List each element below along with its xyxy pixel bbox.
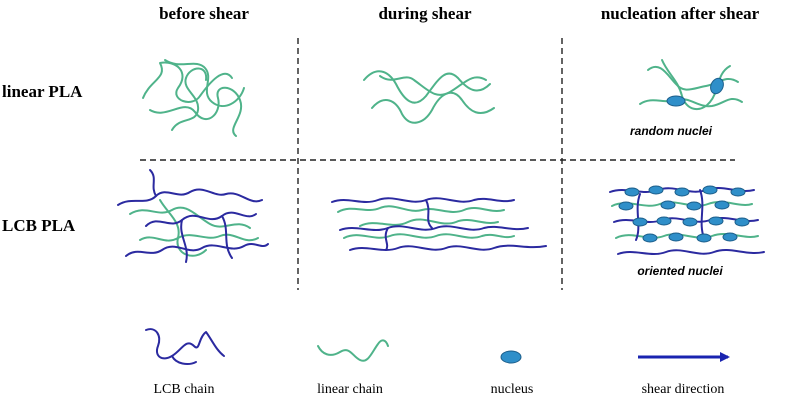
nucleus-icon — [710, 77, 724, 95]
nucleus-icon — [648, 185, 664, 195]
column-header-before-shear: before shear — [159, 4, 249, 23]
linear-chain — [359, 218, 499, 227]
nucleus-icon — [666, 95, 686, 107]
linear-during-shear-chains — [363, 70, 495, 124]
legend-label-lcb-chain: LCB chain — [153, 382, 215, 397]
lcb-chain — [349, 244, 547, 251]
annotation-random-nuclei: random nuclei — [629, 124, 713, 138]
lcb-chain — [125, 243, 269, 257]
lcb-after-shear-nuclei — [618, 185, 750, 243]
nucleus-icon — [682, 217, 698, 227]
column-header-nucleation-after-shear: nucleation after shear — [600, 4, 760, 23]
linear-chain — [164, 59, 245, 107]
linear-chain — [343, 233, 515, 239]
linear-chain — [611, 201, 753, 207]
lcb-chain — [339, 225, 529, 231]
nucleus-icon — [686, 201, 702, 211]
linear-after-shear-chains — [639, 59, 743, 111]
nucleus-icon — [734, 217, 750, 227]
linear-chain — [142, 61, 233, 103]
lcb-chain-branch — [635, 193, 641, 241]
linear-after-shear-nuclei — [666, 77, 724, 107]
nucleus-icon — [618, 201, 634, 211]
nucleus-icon — [702, 185, 718, 195]
legend-linear-chain-icon — [317, 339, 389, 362]
nucleus-icon — [660, 200, 676, 210]
lcb-before-shear-lcb-chains — [117, 169, 269, 263]
linear-chain — [379, 75, 487, 96]
linear-chain — [363, 70, 491, 104]
legend-label-shear-direction: shear direction — [641, 382, 725, 397]
linear-chain — [159, 199, 207, 257]
lcb-during-shear-linear-chains — [337, 205, 515, 239]
annotation-oriented-nuclei: oriented nuclei — [637, 264, 723, 278]
lcb-chain-branch — [425, 199, 433, 229]
nucleus-icon — [668, 232, 684, 242]
legend-label-nucleus: nucleus — [490, 382, 534, 397]
lcb-before-shear-linear-chains — [129, 199, 259, 257]
nucleus-icon — [722, 232, 738, 242]
nucleus-icon — [696, 233, 712, 243]
lcb-chain — [145, 211, 257, 227]
nucleus-icon — [642, 233, 658, 243]
legend-label-linear-chain: linear chain — [317, 382, 383, 397]
linear-chain — [337, 205, 505, 213]
nucleus-icon — [656, 216, 672, 226]
row-header-linear-pla: linear PLA — [2, 82, 83, 101]
linear-chain — [639, 97, 743, 108]
lcb-chain-branch — [221, 215, 233, 259]
grid-dividers — [140, 38, 735, 290]
linear-chain — [139, 233, 259, 242]
legend-nucleus-icon — [500, 350, 522, 364]
nucleus-icon — [730, 187, 746, 197]
nucleus-icon — [632, 217, 648, 227]
nucleus-icon — [708, 216, 724, 226]
row-header-lcb-pla: LCB PLA — [2, 216, 76, 235]
nucleus-icon — [674, 187, 690, 197]
lcb-chain — [617, 249, 765, 255]
lcb-chain-branch — [384, 227, 389, 251]
column-header-during-shear: during shear — [378, 4, 472, 23]
linear-before-shear-chains — [142, 59, 245, 137]
linear-chain — [129, 206, 251, 229]
linear-chain — [171, 67, 208, 131]
linear-chain — [149, 86, 243, 137]
lcb-chain-branch — [180, 219, 188, 263]
linear-chain — [371, 91, 495, 124]
lcb-during-shear-lcb-chains — [331, 197, 547, 251]
nucleus-icon — [714, 200, 730, 210]
lcb-chain — [117, 188, 263, 206]
lcb-chain-branch — [149, 169, 157, 197]
nucleus-icon — [624, 187, 640, 197]
legend-lcb-chain-icon — [145, 328, 225, 365]
lcb-chain-branch — [699, 189, 705, 239]
lcb-chain — [331, 197, 515, 203]
